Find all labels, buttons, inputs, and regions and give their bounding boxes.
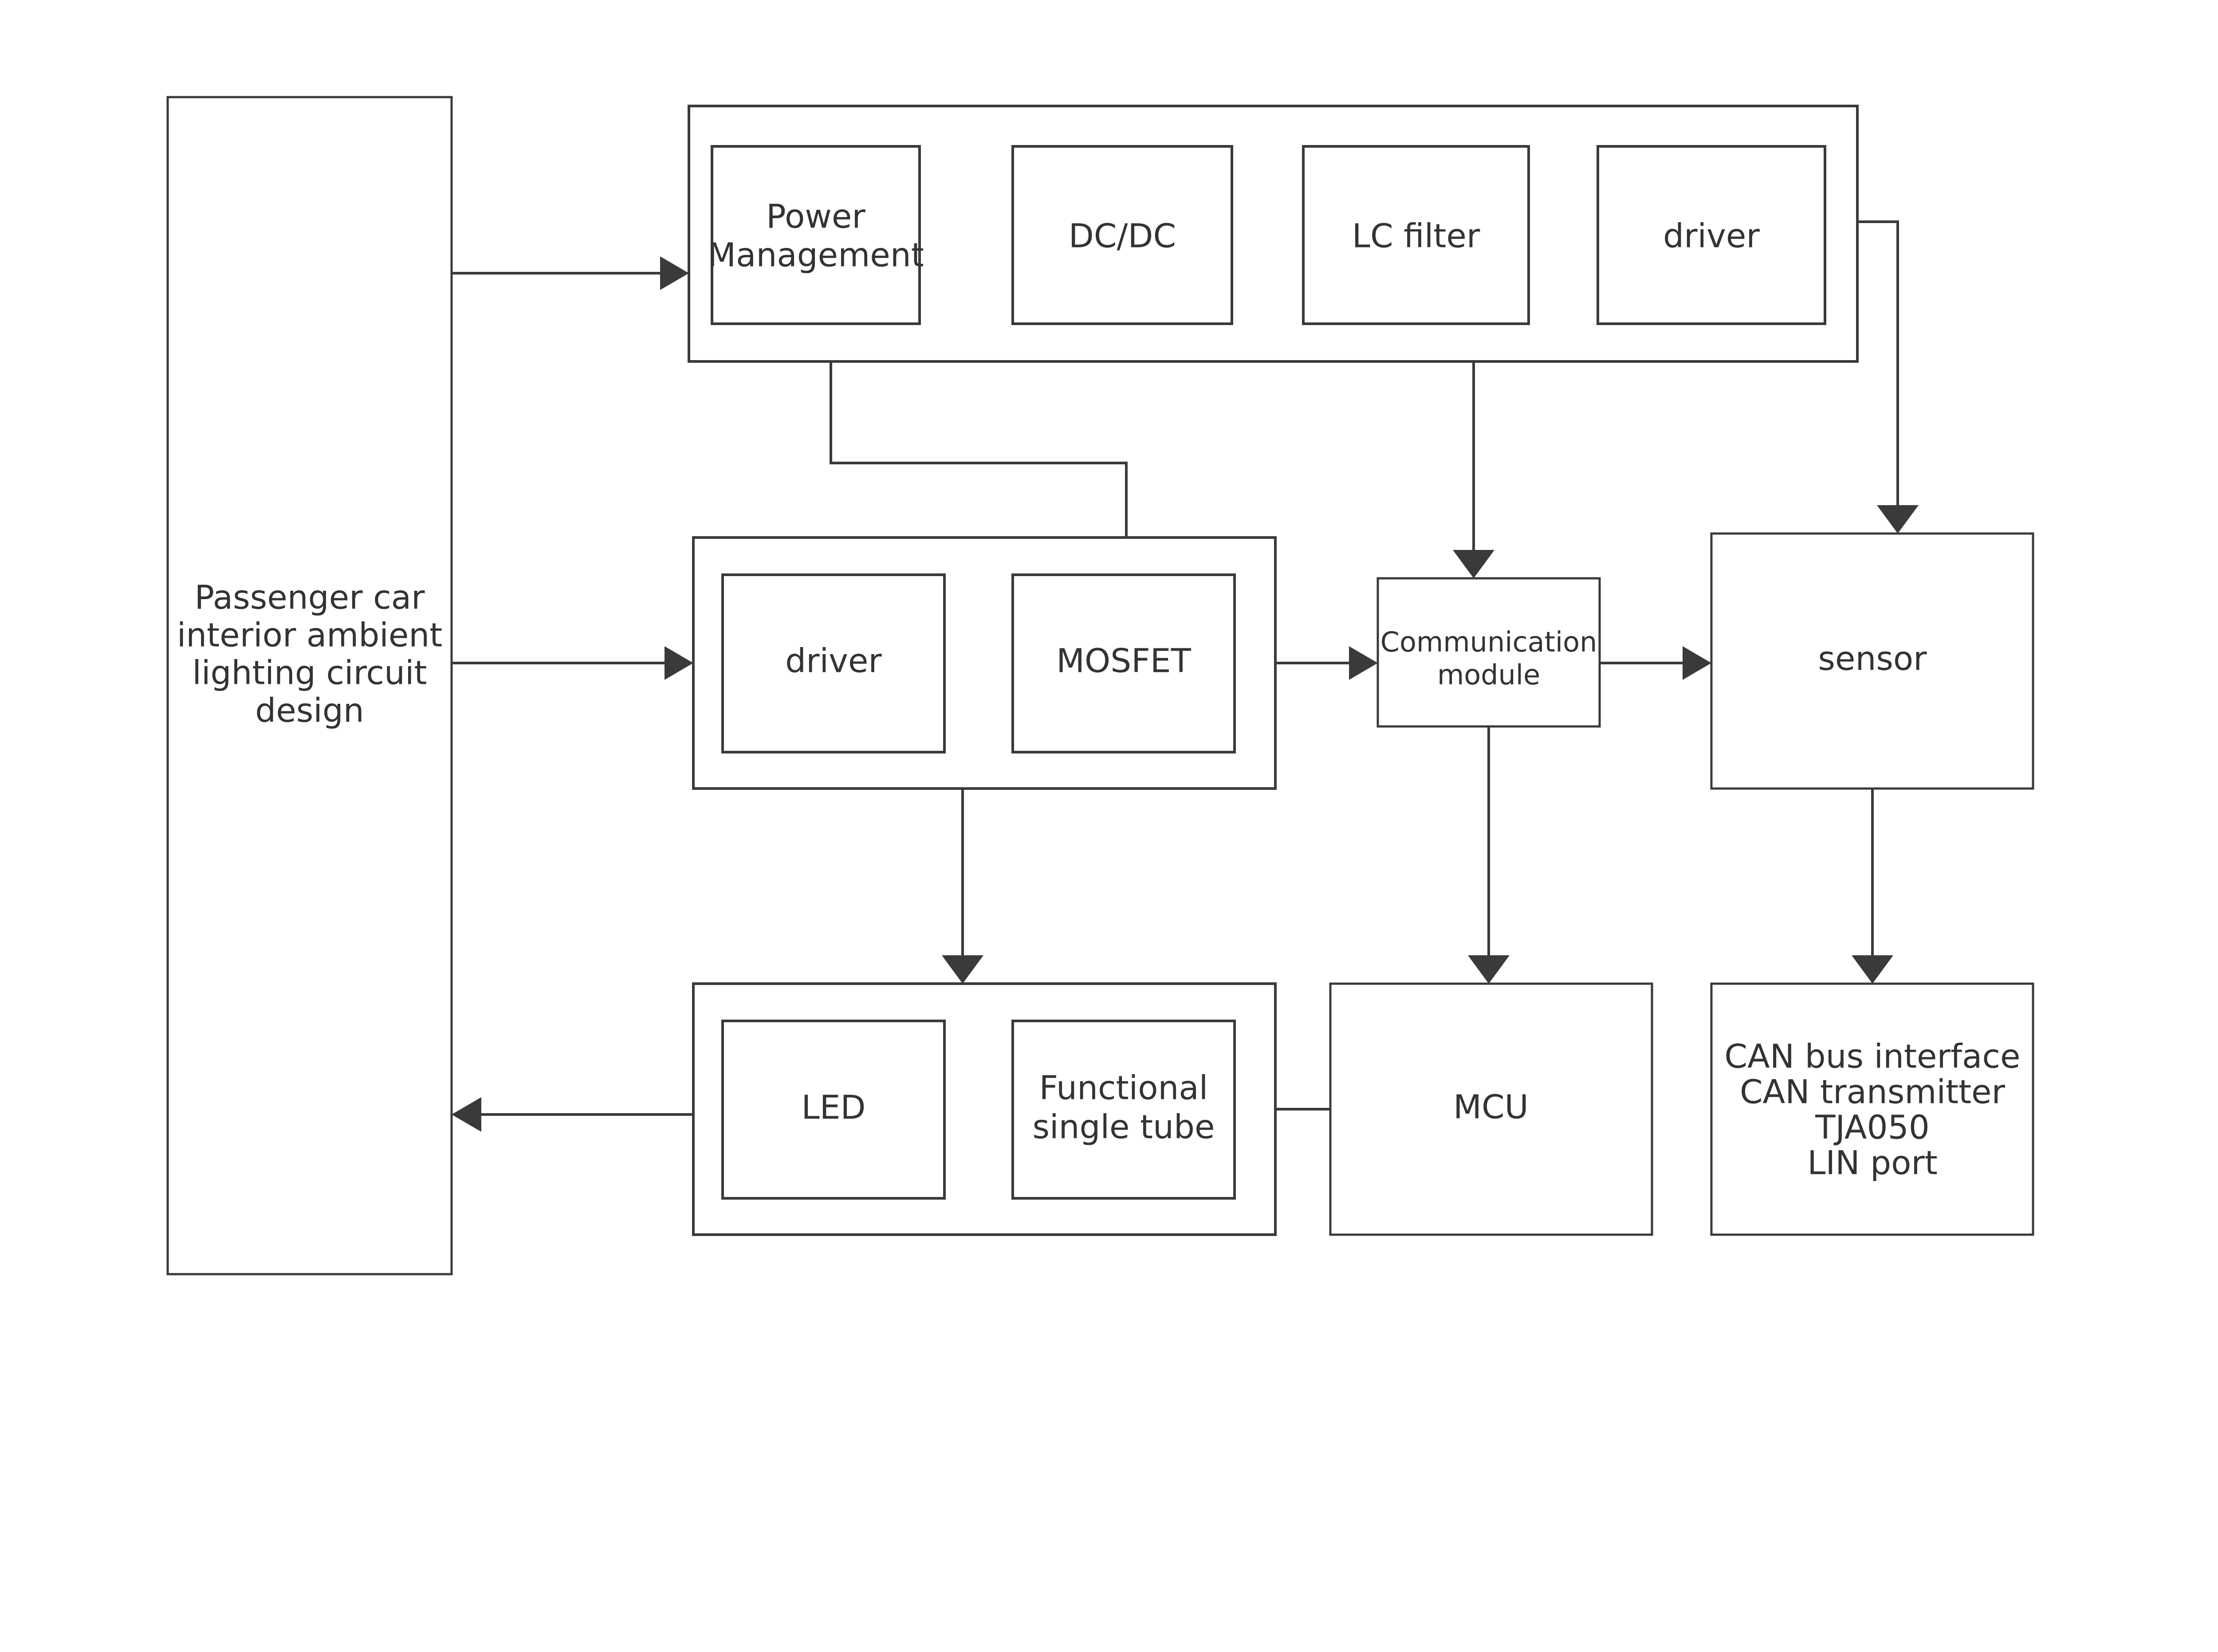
can-interface-label-line-4: LIN port (1807, 1144, 1938, 1182)
driver-top-label: driver (1663, 217, 1760, 255)
block-communication-module[interactable] (1376, 577, 1601, 728)
communication-module-label-line-2: module (1437, 659, 1540, 691)
driver-mid-label: driver (785, 642, 882, 680)
connector-main-to-drive-stage (452, 646, 693, 680)
communication-module-label-line-1: Communication (1380, 626, 1597, 658)
sensor-label: sensor (1818, 640, 1927, 678)
connector-drive-stage-to-light-output (942, 789, 983, 984)
connector-power-stage-to-drive-stage (830, 361, 1128, 538)
main-title-block[interactable] (166, 96, 453, 1275)
connector-communication-to-sensor (1600, 646, 1711, 680)
block-led[interactable] (721, 1020, 946, 1200)
mcu-label: MCU (1453, 1088, 1529, 1126)
can-interface-label-line-2: CAN transmitter (1740, 1073, 2006, 1111)
main-title-line-1: Passenger car (194, 579, 425, 617)
main-title-line-4: design (255, 692, 364, 730)
block-mosfet[interactable] (1011, 573, 1236, 753)
power-management-label-line-1: Power (766, 198, 865, 236)
functional-single-tube-label-line-2: single tube (1032, 1108, 1215, 1146)
dcdc-label: DC/DC (1069, 217, 1176, 255)
main-title-line-2: interior ambient (177, 616, 443, 655)
power-management-label-line-2: Management (708, 236, 924, 275)
block-sensor[interactable] (1710, 532, 2034, 790)
block-driver-mid[interactable] (721, 573, 946, 753)
connector-main-to-power-stage (452, 256, 689, 290)
connector-power-stage-to-sensor (1857, 220, 1919, 534)
connector-sensor-to-can-interface (1852, 789, 1893, 984)
block-driver-top[interactable] (1597, 145, 1826, 325)
led-label: LED (802, 1089, 866, 1127)
connector-drive-stage-to-communication (1275, 646, 1378, 680)
connector-light-output-to-main (452, 1097, 693, 1132)
can-interface-label-line-1: CAN bus interface (1724, 1038, 2020, 1076)
functional-single-tube-label-line-1: Functional (1039, 1069, 1208, 1107)
mosfet-label: MOSFET (1056, 642, 1191, 680)
can-interface-label-line-3: TJA050 (1815, 1109, 1930, 1147)
block-power-management[interactable] (711, 145, 921, 325)
block-dcdc[interactable] (1011, 145, 1233, 325)
main-title-line-3: lighting circuit (192, 654, 427, 692)
block-mcu[interactable] (1329, 982, 1653, 1236)
block-can-interface[interactable] (1710, 982, 2034, 1236)
lc-filter-label: LC filter (1352, 217, 1480, 255)
connector-power-stage-to-communication (1453, 361, 1494, 578)
block-functional-single-tube[interactable] (1011, 1020, 1236, 1200)
connector-communication-to-mcu (1468, 726, 1510, 984)
block-lc-filter[interactable] (1302, 145, 1530, 325)
